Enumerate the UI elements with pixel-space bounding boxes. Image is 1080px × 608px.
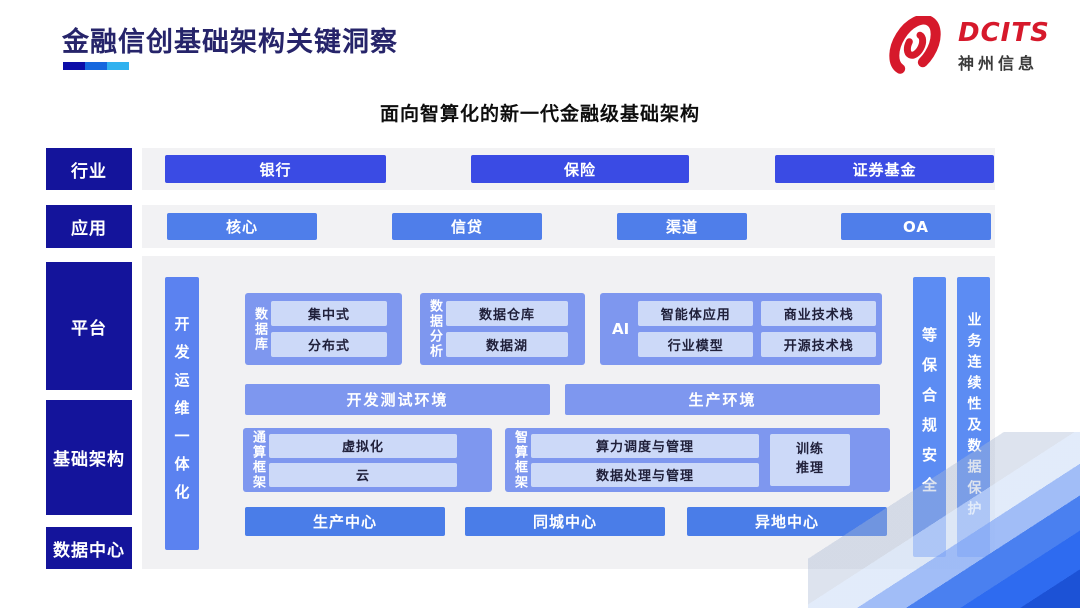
underline-segment [63,62,85,70]
analytics-item-data-warehouse: 数据仓库 [446,301,568,326]
devops-integration-bar: 开发运维一体化 [165,277,199,550]
data-analytics-group: 数据分析 数据仓库 数据湖 [420,293,585,365]
application-row: 核心 信贷 渠道 OA [142,205,995,248]
page-title: 金融信创基础架构关键洞察 [62,27,398,58]
layer-label-datacenter: 数据中心 [46,527,132,569]
business-continuity-bar: 业务连续性及数据保护 [957,277,990,557]
ai-item-industry-model: 行业模型 [638,332,754,357]
dcits-logo: DCITS 神州信息 [880,14,1050,78]
underline-segment [85,62,107,70]
dev-test-environment-bar: 开发测试环境 [245,384,550,415]
industry-item-bank: 银行 [165,155,386,183]
general-compute-group-label: 通算框架 [250,430,265,490]
underline-segment [107,62,129,70]
application-item-core: 核心 [167,213,317,240]
intelligent-compute-group: 智算框架 算力调度与管理 数据处理与管理 训练推理 [505,428,890,492]
layer-label-application: 应用 [46,205,132,248]
center-same-city: 同城中心 [465,507,665,536]
application-item-credit: 信贷 [392,213,542,240]
general-compute-item-cloud: 云 [269,462,457,487]
database-item-centralized: 集中式 [271,301,387,326]
intelligent-compute-item-data-processing: 数据处理与管理 [531,462,759,487]
general-compute-group: 通算框架 虚拟化 云 [243,428,492,492]
center-remote: 异地中心 [687,507,887,536]
general-compute-item-virtualization: 虚拟化 [269,433,457,458]
platform-panel: 开发运维一体化 数据库 集中式 分布式 数据分析 数据仓库 数据湖 AI 智能体… [142,256,995,569]
industry-item-securities-funds: 证券基金 [775,155,994,183]
ai-group: AI 智能体应用 商业技术栈 行业模型 开源技术栈 [600,293,882,365]
dcits-swirl-icon [880,14,950,78]
production-environment-bar: 生产环境 [565,384,880,415]
application-item-channel: 渠道 [617,213,747,240]
ai-group-label: AI [612,320,630,338]
application-item-oa: OA [841,213,991,240]
intelligent-compute-group-label: 智算框架 [512,430,527,490]
logo-company-text: 神州信息 [958,54,1039,73]
database-item-distributed: 分布式 [271,332,387,357]
layer-label-infrastructure: 基础架构 [46,400,132,515]
industry-item-insurance: 保险 [471,155,689,183]
data-analytics-group-label: 数据分析 [427,299,442,359]
ai-item-agent-application: 智能体应用 [638,301,754,326]
layer-label-platform: 平台 [46,262,132,390]
industry-row: 银行 保险 证券基金 [142,148,995,190]
logo-brand-text: DCITS [958,18,1050,48]
database-group-label: 数据库 [252,306,267,352]
training-inference-box: 训练推理 [770,434,850,486]
ai-item-commercial-stack: 商业技术栈 [761,301,877,326]
database-group: 数据库 集中式 分布式 [245,293,402,365]
analytics-item-data-lake: 数据湖 [446,332,568,357]
intelligent-compute-item-scheduling: 算力调度与管理 [531,433,759,458]
center-production: 生产中心 [245,507,445,536]
title-underline [63,62,129,70]
layer-label-industry: 行业 [46,148,132,190]
ai-item-open-source-stack: 开源技术栈 [761,332,877,357]
security-compliance-bar: 等保合规安全 [913,277,946,557]
diagram-subtitle: 面向智算化的新一代金融级基础架构 [379,103,700,125]
